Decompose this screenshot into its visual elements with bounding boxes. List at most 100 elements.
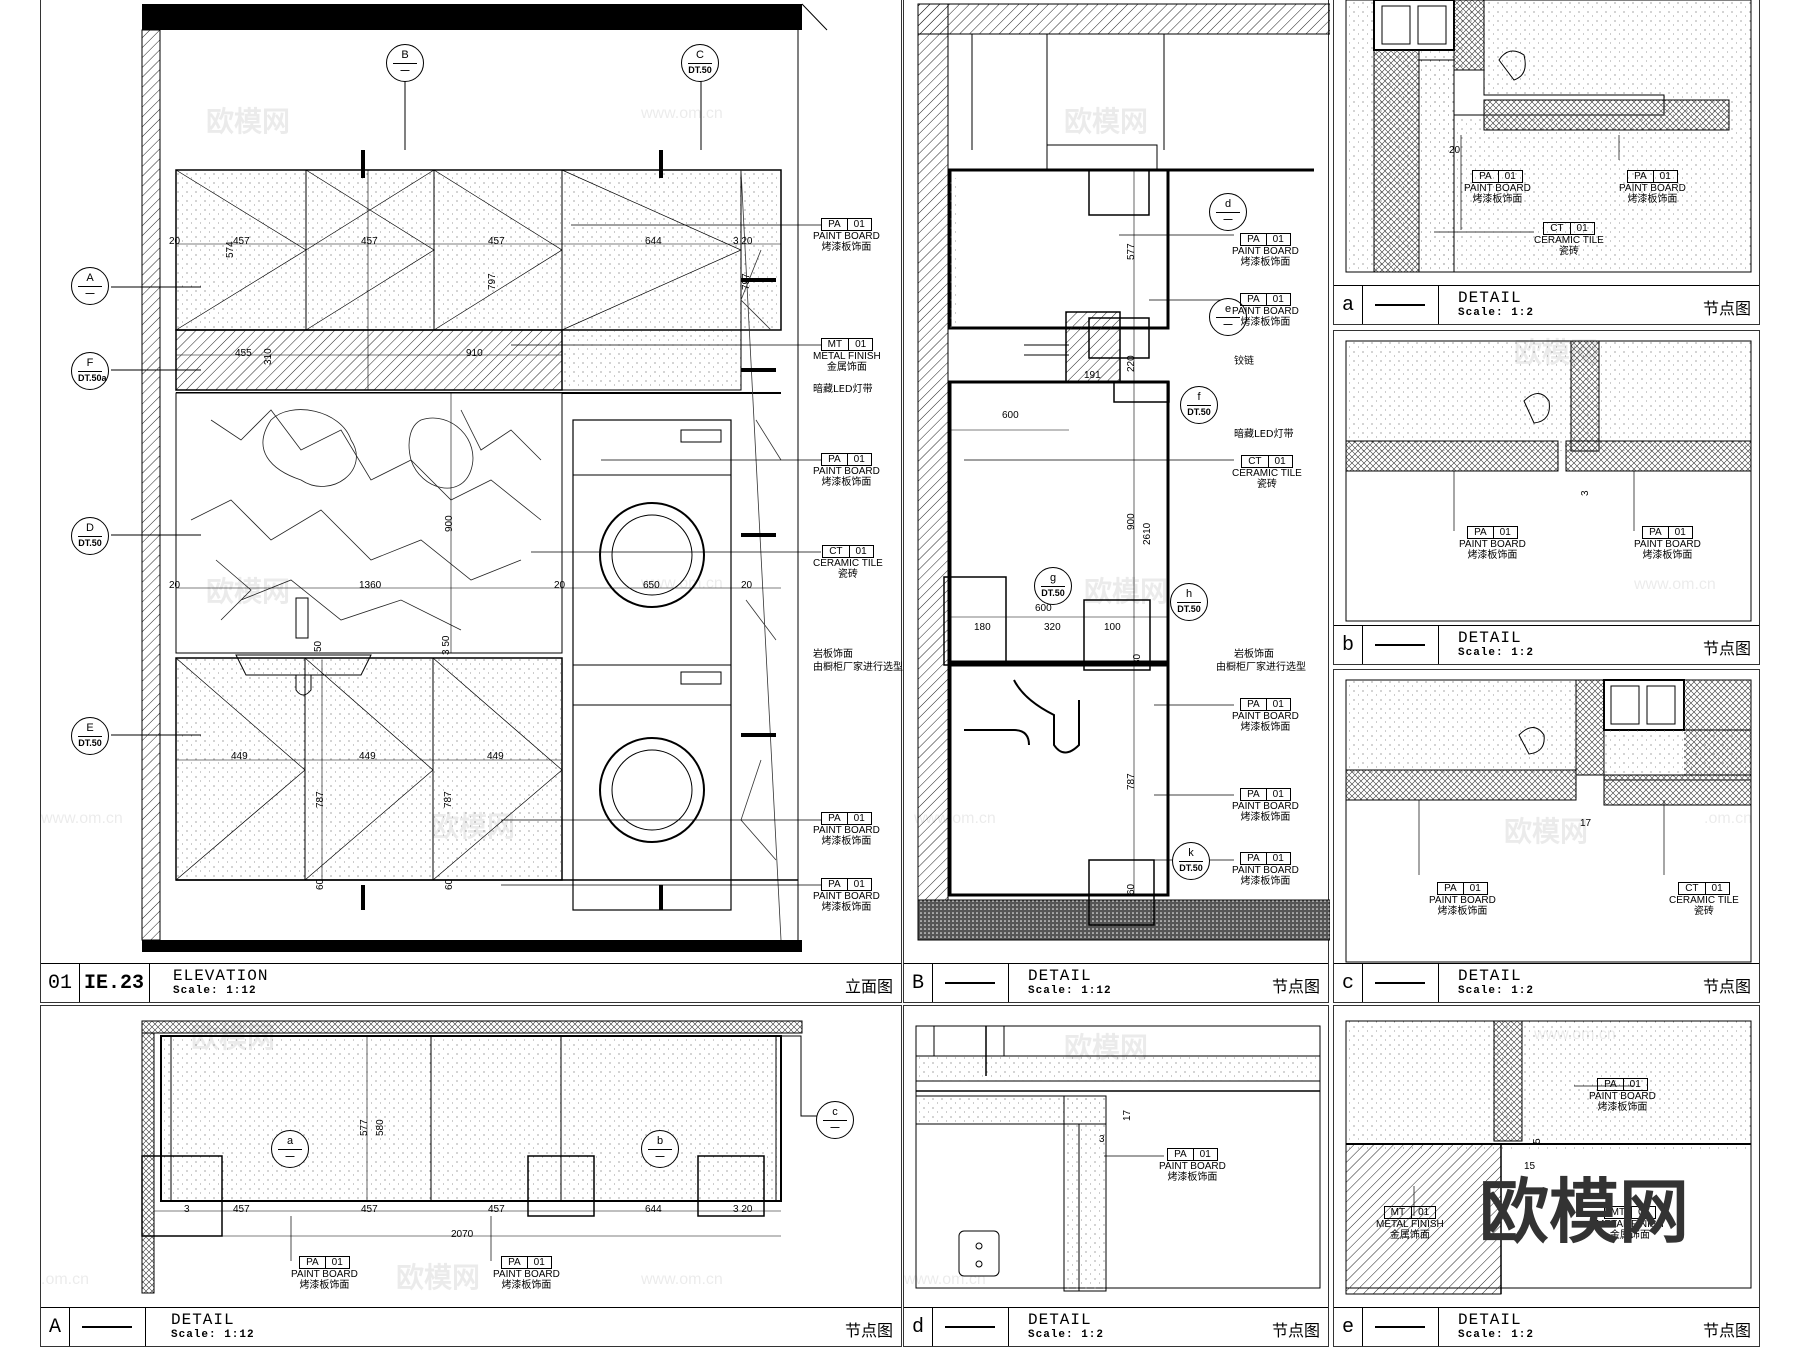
detail-scale: Scale: 1:2 bbox=[1458, 647, 1535, 659]
drawing-code: IE.23 bbox=[79, 964, 150, 1002]
detail-name: DETAIL bbox=[1458, 289, 1522, 307]
dim-600-b: 600 bbox=[1035, 603, 1052, 614]
detail-marker-b[interactable]: b— bbox=[641, 1130, 679, 1168]
drawing-name: ELEVATION bbox=[173, 967, 269, 985]
dim-60: 60 bbox=[1126, 883, 1137, 895]
dim-3: 3 bbox=[1099, 1134, 1105, 1145]
dim-h1: 577 bbox=[359, 1119, 370, 1136]
dim-plinth-left: 60 bbox=[315, 878, 326, 890]
section-marker-b[interactable]: B— bbox=[386, 44, 424, 82]
detail-b-title-bar: B DETAIL Scale: 1:12 节点图 bbox=[904, 963, 1328, 1002]
dim-577: 577 bbox=[1126, 243, 1137, 260]
dim-shelf-left: 455 bbox=[235, 348, 252, 359]
dim-upper-width-2: 457 bbox=[361, 236, 378, 247]
stone-note-2: 由橱柜厂家进行选型 bbox=[1216, 662, 1306, 673]
dim-width-2: 457 bbox=[361, 1204, 378, 1215]
detail-scale: Scale: 1:12 bbox=[1028, 985, 1112, 997]
dim-gap-350: 3 50 bbox=[441, 635, 452, 655]
dim-width-3: 457 bbox=[488, 1204, 505, 1215]
detail-marker-d[interactable]: d— bbox=[1209, 193, 1247, 231]
detail-code-blank bbox=[1362, 626, 1439, 664]
dim-20: 20 bbox=[1449, 145, 1461, 156]
detail-cn-title: 节点图 bbox=[1271, 1321, 1320, 1340]
detail-d-drawing bbox=[915, 1025, 1321, 1292]
detail-marker-c[interactable]: c— bbox=[816, 1101, 854, 1139]
detail-scale: Scale: 1:2 bbox=[1458, 307, 1535, 319]
detail-c-drawing bbox=[1345, 679, 1752, 963]
detail-b-small-title-bar: b DETAIL Scale: 1:2 节点图 bbox=[1334, 625, 1759, 664]
detail-name: DETAIL bbox=[1028, 967, 1092, 985]
detail-cn-title: 节点图 bbox=[1702, 977, 1751, 996]
detail-code-blank bbox=[69, 1308, 146, 1346]
dim-320: 320 bbox=[1044, 622, 1061, 633]
detail-e-drawing bbox=[1345, 1020, 1752, 1295]
detail-cn-title: 节点图 bbox=[1271, 977, 1320, 996]
section-marker-a[interactable]: A— bbox=[71, 267, 109, 305]
detail-a-drawing bbox=[1345, 0, 1752, 273]
dim-width-1: 457 bbox=[233, 1204, 250, 1215]
dim-counter-width: 1360 bbox=[359, 580, 382, 591]
detail-e-title-bar: e DETAIL Scale: 1:2 节点图 bbox=[1334, 1307, 1759, 1346]
drawing-scale: Scale: 1:12 bbox=[173, 985, 257, 997]
detail-a-plan-title-bar: A DETAIL Scale: 1:12 节点图 bbox=[41, 1307, 901, 1346]
detail-cn-title: 节点图 bbox=[1702, 1321, 1751, 1340]
dim-3: 3 bbox=[1580, 490, 1591, 496]
dim-lower-width-1: 449 bbox=[231, 751, 248, 762]
dim-width-4: 644 bbox=[645, 1204, 662, 1215]
detail-b-drawing bbox=[917, 3, 1330, 941]
dim-shelf-width: 910 bbox=[466, 348, 483, 359]
detail-marker-a[interactable]: a— bbox=[271, 1130, 309, 1168]
dim-upper-height: 797 bbox=[487, 273, 498, 290]
detail-letter: d bbox=[904, 1308, 933, 1346]
dim-lower-height-2: 787 bbox=[443, 791, 454, 808]
dim-upper-height-2: 797 bbox=[741, 273, 752, 290]
detail-cn-title: 节点图 bbox=[844, 1321, 893, 1340]
detail-letter: B bbox=[904, 964, 933, 1002]
detail-a-plan-panel: a— b— c— 3 457 457 457 644 3 20 2070 577… bbox=[40, 1005, 902, 1347]
detail-d-title-bar: d DETAIL Scale: 1:2 节点图 bbox=[904, 1307, 1328, 1346]
dim-lower-width-3: 449 bbox=[487, 751, 504, 762]
dim-2610: 2610 bbox=[1142, 522, 1153, 545]
dim-backsplash: 900 bbox=[444, 515, 455, 532]
detail-scale: Scale: 1:2 bbox=[1028, 1329, 1105, 1341]
dim-washer-width: 650 bbox=[643, 580, 660, 591]
dim-upper-width-3: 457 bbox=[488, 236, 505, 247]
dim-left: 3 bbox=[184, 1204, 190, 1215]
dim-upper-width-4: 644 bbox=[645, 236, 662, 247]
detail-name: DETAIL bbox=[171, 1311, 235, 1329]
detail-code-blank bbox=[1362, 286, 1439, 324]
detail-a-title-bar: a DETAIL Scale: 1:2 节点图 bbox=[1334, 285, 1759, 324]
dim-right: 3 20 bbox=[733, 1204, 753, 1215]
dim-edge-right: 3 20 bbox=[733, 236, 753, 247]
dim-shelf-height: 310 bbox=[263, 348, 274, 365]
led-strip-note: 暗藏LED灯带 bbox=[1234, 429, 1294, 440]
detail-letter: e bbox=[1334, 1308, 1363, 1346]
dim-lower-width-2: 449 bbox=[359, 751, 376, 762]
